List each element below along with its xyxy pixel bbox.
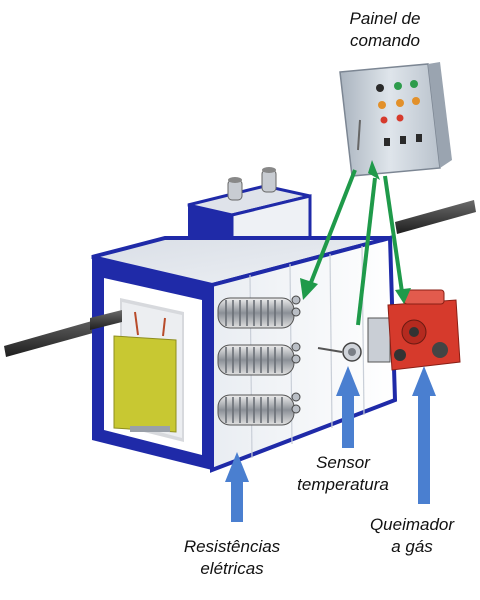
label-temperature-sensor: Sensor temperatura [288, 452, 398, 496]
label-control-panel-line2: comando [350, 31, 420, 50]
arrow-burner-head [412, 366, 436, 396]
label-control-panel: Painel de comando [330, 8, 440, 52]
electric-heater-3 [217, 392, 301, 426]
arrow-sensor-head [336, 366, 360, 396]
label-electric-resistances: Resistências elétricas [162, 536, 302, 580]
arrow-sensor-shaft [342, 394, 354, 448]
label-gas-burner: Queimador a gás [352, 514, 472, 558]
workpiece-panel [113, 311, 177, 433]
label-arrows [225, 366, 436, 522]
arrow-resist-shaft [231, 480, 243, 522]
arrow-burner-shaft [418, 394, 430, 504]
label-control-panel-line1: Painel de [349, 9, 421, 28]
temperature-sensor [317, 342, 362, 362]
control-signal-arrowheads [300, 160, 411, 304]
arrow-resist-head [225, 452, 249, 482]
label-gas-burner-line1: Queimador [369, 515, 455, 534]
label-electric-resistances-line2: elétricas [200, 559, 264, 578]
label-temperature-sensor-line2: temperatura [297, 475, 389, 494]
label-gas-burner-line2: a gás [391, 537, 433, 556]
electric-heater-1 [217, 295, 301, 329]
label-temperature-sensor-line1: Sensor [316, 453, 370, 472]
conveyor-rod-front [90, 310, 122, 330]
electric-heater-2 [217, 342, 301, 376]
label-electric-resistances-line1: Resistências [183, 537, 281, 556]
control-signal-arrows [308, 169, 404, 326]
control-panel-cabinet [339, 62, 452, 177]
gas-burner [367, 289, 461, 371]
